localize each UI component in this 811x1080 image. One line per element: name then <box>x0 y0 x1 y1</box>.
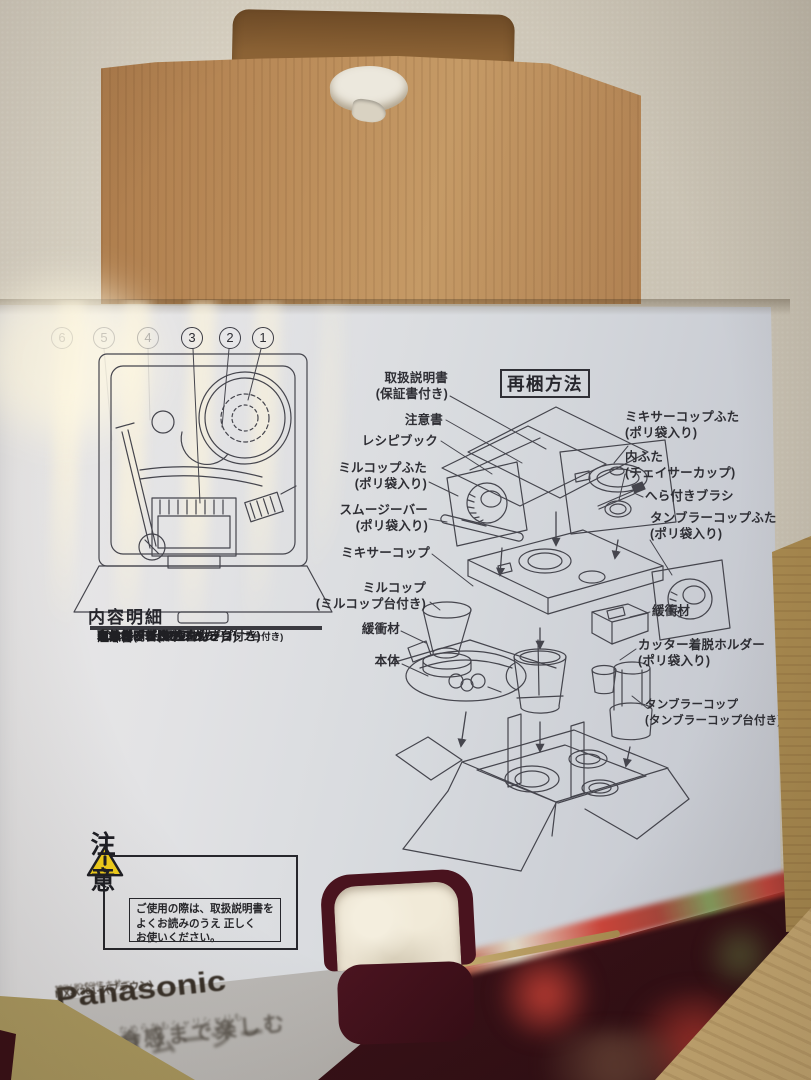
label-mixer-cup: ミキサーコップ <box>341 546 430 560</box>
warning-triangle-icon <box>86 845 124 877</box>
label-manual: 取扱説明書 (保証書付き) <box>375 371 448 401</box>
label-cushion-left: 緩衝材 <box>361 622 400 636</box>
row-name: タンブラーコップふた <box>97 629 217 644</box>
photo-blob <box>490 950 600 1040</box>
row-name: 本体 <box>97 629 122 644</box>
callout-4: 4 <box>137 327 159 349</box>
label-spatula-brush: へら付きブラシ <box>645 489 734 503</box>
row-name: ミキサーコップ <box>97 629 182 644</box>
row-name: 内ふた(チェイサーカップ) <box>97 629 237 644</box>
callout-6: 6 <box>51 327 73 349</box>
label-cushion-right: 緩衝材 <box>652 604 691 618</box>
caution-title: 注意 <box>90 831 120 895</box>
label-cutter-holder: カッター着脱ホルダー (ポリ袋入り) <box>638 638 766 668</box>
label-tumbler-cup-lid: タンブラーコップふた (ポリ袋入り) <box>650 511 777 541</box>
row-name: レシピブック <box>97 629 170 644</box>
label-main-body: 本体 <box>374 654 400 668</box>
callout-1: 1 <box>252 327 274 349</box>
label-tumbler-cup: タンブラーコップ (タンブラーコップ台付き) <box>645 699 782 727</box>
maroon-handle-tab <box>336 960 476 1046</box>
row-number: 6 <box>98 629 111 643</box>
contents-list-title: 内容明細 <box>88 608 164 627</box>
row-name: スムージーバー <box>97 629 181 644</box>
row-name: タンブラーコップ(タンブラーコップ台付き) <box>97 631 284 643</box>
label-mill-cup: ミルコップ (ミルコップ台付き) <box>315 581 426 611</box>
label-smoothie-bar: スムージーバー (ポリ袋入り) <box>339 503 428 533</box>
callout-2: 2 <box>219 327 241 349</box>
caution-box: 注意 ご使用の際は、取扱説明書を よくお読みのうえ 正しく お使いください。 <box>86 831 298 950</box>
label-mill-cup-lid: ミルコップふた (ポリ袋入り) <box>338 461 427 491</box>
row-name: 取扱説明書(保証書付き) <box>97 629 225 644</box>
callout-5: 5 <box>93 327 115 349</box>
handle-cutout-maroon <box>319 868 477 972</box>
callout-3: 3 <box>181 327 203 349</box>
row-name: カッター着脱ホルダー <box>97 629 218 644</box>
row-name: 注意書 <box>97 629 134 644</box>
label-inner-lid: 内ふた (チェイサーカップ) <box>625 450 736 480</box>
repack-method-title: 再梱方法 <box>500 369 590 398</box>
foam-packing <box>333 880 462 972</box>
label-recipe-book: レシピブック <box>361 434 438 448</box>
label-notice-sheet: 注意書 <box>404 413 443 427</box>
label-mixer-cup-lid: ミキサーコップふた (ポリ袋入り) <box>625 410 740 440</box>
caution-body-text: ご使用の際は、取扱説明書を よくお読みのうえ 正しく お使いください。 <box>129 898 281 944</box>
row-name: ミルコップ(ミルコップ台付き) <box>97 629 261 644</box>
row-name: ミキサーコップふた <box>97 629 206 644</box>
